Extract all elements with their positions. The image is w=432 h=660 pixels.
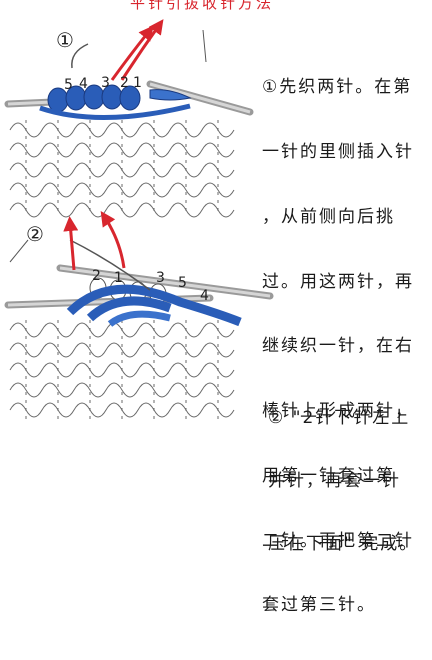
instruction-line: 套过第三针。 [262,595,414,617]
straight-arrow-icon [70,216,124,270]
stitch-number: 3 [156,270,165,286]
stitch-number: 1 [114,270,123,286]
instruction-line: ② "2针下针左上 [268,408,418,429]
stitch-number: 1 [133,75,142,91]
instruction-line: ①先织两针。在第 [262,77,414,99]
stitch-number: 5 [64,77,73,93]
instruction-line: 继续织一针，在右 [262,336,414,358]
instruction-line: 过。用这两针，再 [262,272,414,294]
stitch-number: 4 [200,288,209,304]
tutorial-panel: 平针引拔收针方法 [0,0,432,429]
knitted-fabric-bottom [10,320,234,420]
stitch-number: 2 [92,268,101,284]
step-1-marker: ① [56,28,74,52]
knitted-fabric-top [10,120,234,217]
step-2-marker: ② [26,222,44,246]
stitch-number: 3 [101,75,110,91]
instruction-line: ，从前侧向后挑 [262,207,414,229]
instruction-line: 压在下面" 完成。 [268,534,418,555]
stitch-number: 4 [79,76,88,92]
instruction-line: 一针的里侧插入针 [262,142,414,164]
curved-arrow-icon [72,24,160,80]
step-2-instructions: ② "2针下针左上 并针，再套一针 压在下面" 完成。 [268,366,418,597]
stitch-number: 2 [120,75,129,91]
instruction-line: 并针，再套一针 [268,471,418,492]
stitch-number: 5 [178,275,187,291]
